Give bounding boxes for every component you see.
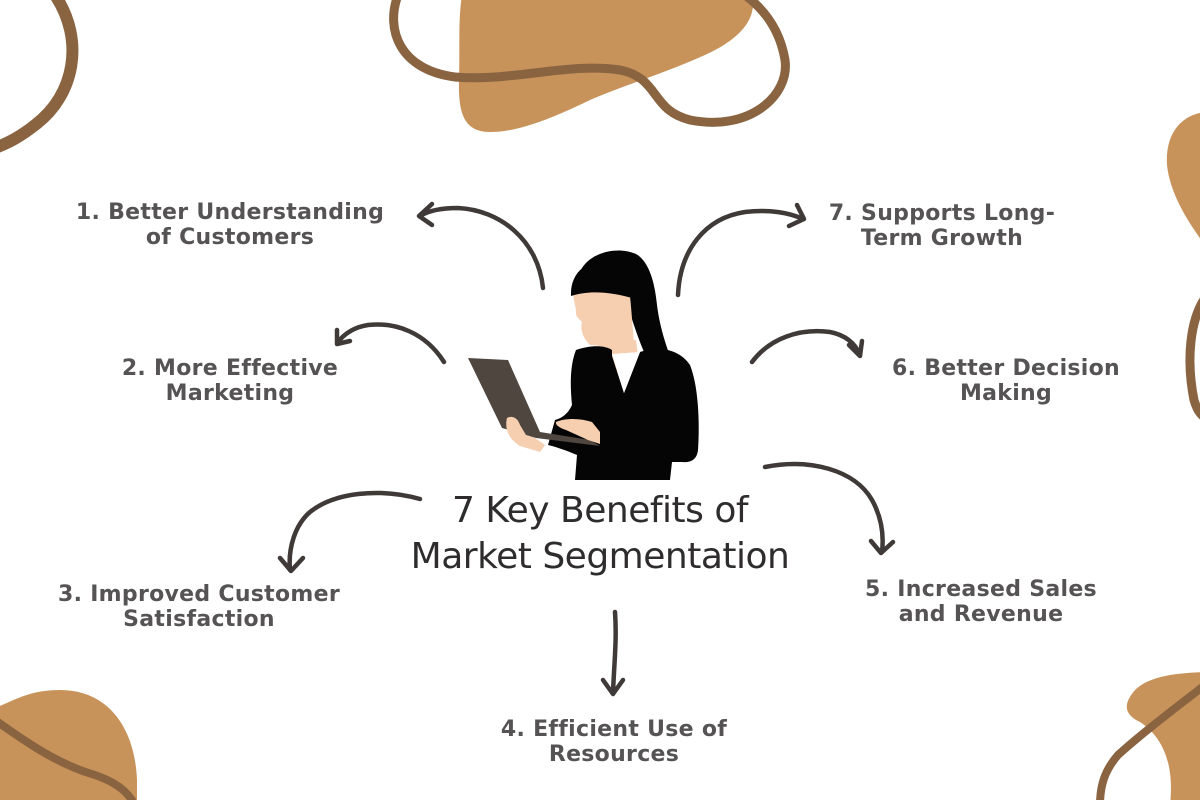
title-line-1: 7 Key Benefits of [451,490,749,531]
left-hand-icon [506,416,545,452]
diagram-title: 7 Key Benefits of Market Segmentation [380,488,820,580]
benefit-4-label: 4. Efficient Use of Resources [500,717,728,767]
bottom-left-outline-curve [0,718,136,800]
benefit-1-label: 1. Better Understanding of Customers [75,200,385,250]
benefit-3-label: 3. Improved Customer Satisfaction [57,582,341,632]
benefit-7-label: 7. Supports Long- Term Growth [828,201,1056,251]
arrow-to-benefit-5-icon [762,461,896,556]
hair-top-icon [570,259,640,298]
arrow-to-benefit-7-icon [675,202,807,298]
bottom-left-blob [0,690,137,800]
top-center-outline-loop [389,0,790,127]
benefit-2-label: 2. More Effective Marketing [121,356,339,406]
benefit-5-label: 5. Increased Sales and Revenue [865,577,1097,627]
benefit-6-label: 6. Better Decision Making [891,356,1121,406]
right-edge-outline-curve [1185,297,1200,420]
top-left-outline-curve [0,0,79,153]
title-line-2: Market Segmentation [410,536,790,577]
blazer-icon [548,346,699,480]
arrow-to-benefit-4-icon [600,609,626,697]
bottom-right-outline-curve [1096,683,1200,800]
face-icon [573,291,635,355]
arrow-to-benefit-3-icon [277,490,423,574]
right-edge-blob [1166,113,1200,239]
arrow-to-benefit-6-icon [749,328,865,365]
arrow-to-benefit-2-icon [334,322,447,365]
laptop-icon [468,358,600,446]
shirt-icon [612,352,640,393]
right-hand-icon [555,419,600,444]
arrow-to-benefit-1-icon [416,201,546,291]
